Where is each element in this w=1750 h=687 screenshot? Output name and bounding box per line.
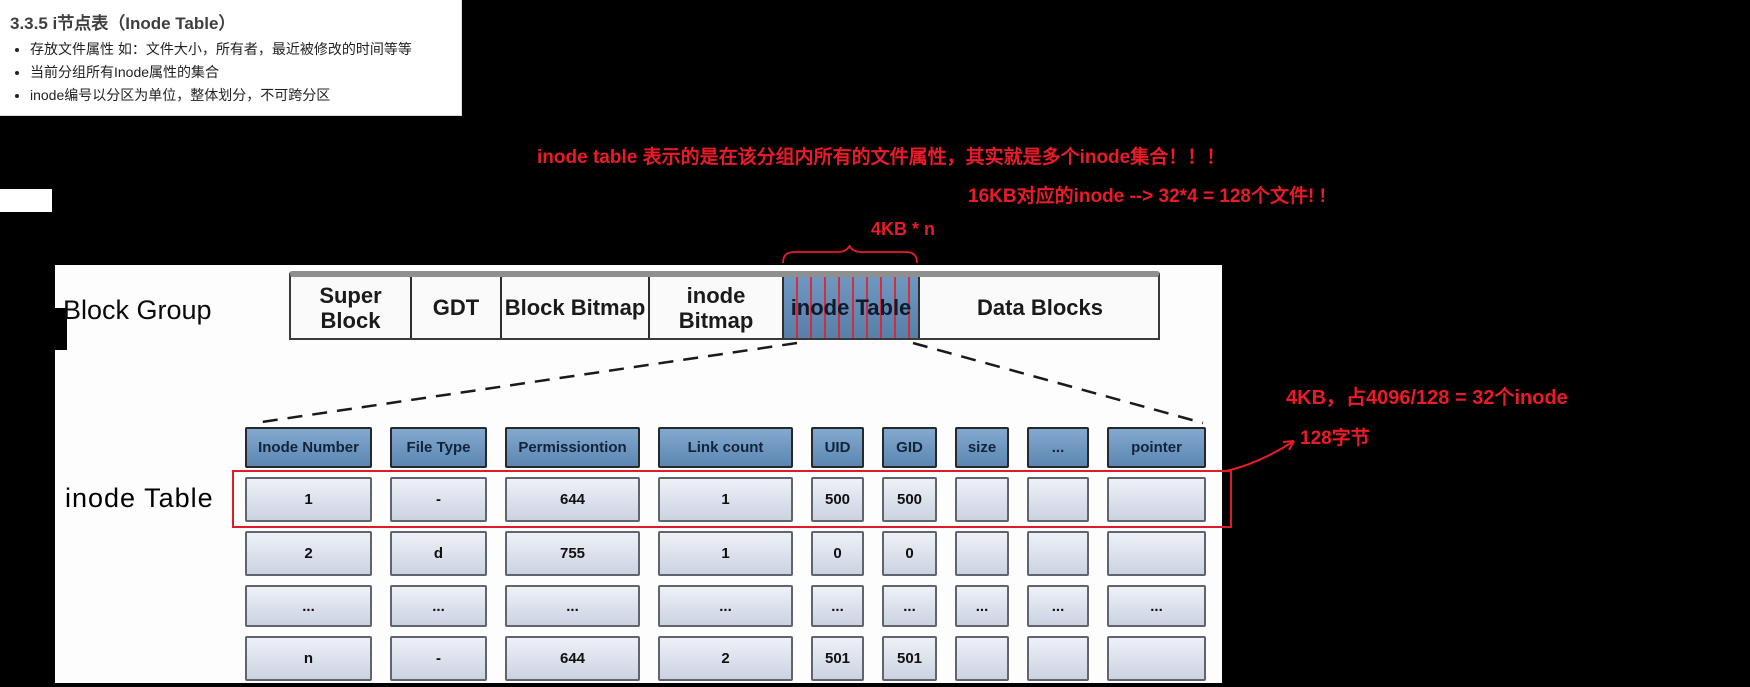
table-cell xyxy=(955,477,1009,522)
annotation-4kb-inodes: 4KB，占4096/128 = 32个inode xyxy=(1286,387,1568,409)
column-header: ... xyxy=(1027,427,1089,468)
table-cell xyxy=(1027,531,1089,576)
artifact-black-notch xyxy=(55,308,67,350)
table-cell: 0 xyxy=(811,531,864,576)
table-cell xyxy=(1027,477,1089,522)
table-cell: d xyxy=(390,531,487,576)
note-item: 当前分组所有Inode属性的集合 xyxy=(30,64,461,81)
column-header: Permissiontion xyxy=(505,427,640,468)
table-cell: 500 xyxy=(811,477,864,522)
column-header: pointer xyxy=(1107,427,1206,468)
table-cell: 2 xyxy=(658,636,793,681)
table-cell: ... xyxy=(658,585,793,627)
annotation-4kb-n: 4KB * n xyxy=(871,219,936,239)
table-cell: - xyxy=(390,636,487,681)
note-item: 存放文件属性 如：文件大小，所有者，最近被修改的时间等等 xyxy=(30,41,461,58)
table-cell: 1 xyxy=(658,531,793,576)
column-header: Link count xyxy=(658,427,793,468)
table-cell xyxy=(955,531,1009,576)
inode-table-label: inode Table xyxy=(65,483,214,513)
diagram-panel: Block Group Super Block GDT Block Bitmap… xyxy=(55,265,1232,683)
table-cell: ... xyxy=(390,585,487,627)
table-cell: 2 xyxy=(245,531,372,576)
arrow-icon xyxy=(1225,440,1295,472)
notes-panel: 3.3.5 i节点表（Inode Table） 存放文件属性 如：文件大小，所有… xyxy=(0,0,462,116)
note-item: inode编号以分区为单位，整体划分，不可跨分区 xyxy=(30,87,461,104)
table-cell: 1 xyxy=(245,477,372,522)
table-cell: 755 xyxy=(505,531,640,576)
table-cell: ... xyxy=(882,585,937,627)
table-cell: 500 xyxy=(882,477,937,522)
inode-table: Inode Number File Type Permissiontion Li… xyxy=(245,427,1206,681)
row-highlight-rect xyxy=(232,470,1232,528)
artifact-white-strip xyxy=(0,189,52,212)
segment-data-blocks: Data Blocks xyxy=(977,295,1103,320)
segment-gdt: GDT xyxy=(412,277,502,338)
table-cell: 644 xyxy=(505,636,640,681)
block-group-bar: Super Block GDT Block Bitmap inode Bitma… xyxy=(289,271,1160,340)
table-cell xyxy=(1107,477,1206,522)
notes-list: 存放文件属性 如：文件大小，所有者，最近被修改的时间等等 当前分组所有Inode… xyxy=(0,41,461,104)
table-cell: ... xyxy=(1107,585,1206,627)
table-cell: ... xyxy=(955,585,1009,627)
column-header: GID xyxy=(882,427,937,468)
table-cell: 1 xyxy=(658,477,793,522)
annotation-16kb: 16KB对应的inode --> 32*4 = 128个文件! ! xyxy=(968,186,1326,207)
annotation-inode-table: inode table 表示的是在该分组内所有的文件属性，其实就是多个inode… xyxy=(537,147,1226,168)
table-cell: - xyxy=(390,477,487,522)
table-cell xyxy=(1107,636,1206,681)
annotation-128-bytes: 128字节 xyxy=(1300,428,1370,449)
segment-inode-bitmap: inode Bitmap xyxy=(650,277,784,338)
brace-icon xyxy=(782,245,918,264)
column-header: UID xyxy=(811,427,864,468)
table-cell: 0 xyxy=(882,531,937,576)
table-cell: 501 xyxy=(811,636,864,681)
table-cell: ... xyxy=(505,585,640,627)
segment-super-block: Super Block xyxy=(291,277,412,338)
table-cell: ... xyxy=(1027,585,1089,627)
column-header: size xyxy=(955,427,1009,468)
table-cell xyxy=(1027,636,1089,681)
table-cell: 644 xyxy=(505,477,640,522)
table-cell: ... xyxy=(811,585,864,627)
section-title: 3.3.5 i节点表（Inode Table） xyxy=(10,14,236,33)
segment-block-bitmap: Block Bitmap xyxy=(502,277,650,338)
block-group-label: Block Group xyxy=(63,295,212,325)
table-cell xyxy=(955,636,1009,681)
table-cell: ... xyxy=(245,585,372,627)
table-cell: n xyxy=(245,636,372,681)
column-header: File Type xyxy=(390,427,487,468)
table-cell: 501 xyxy=(882,636,937,681)
column-header: Inode Number xyxy=(245,427,372,468)
segment-inode-table: inode Table xyxy=(784,277,920,338)
table-cell xyxy=(1107,531,1206,576)
